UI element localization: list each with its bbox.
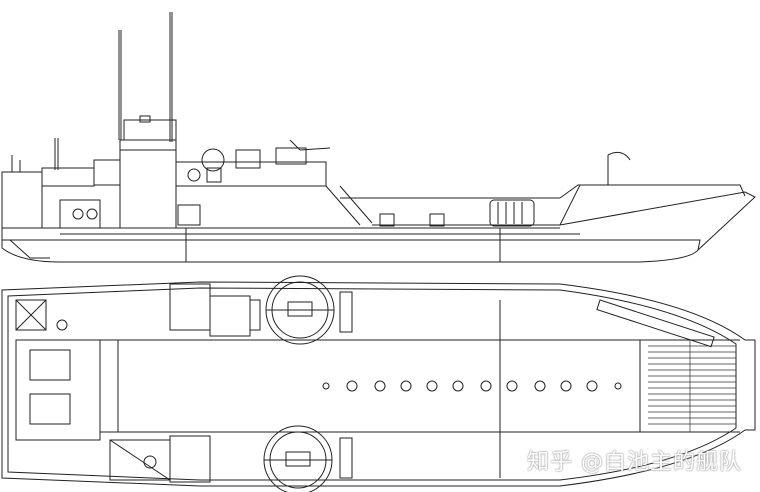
gun-tub-starboard: [263, 425, 333, 492]
cargo-well: [99, 339, 641, 433]
tie-down-points: [322, 380, 622, 392]
bow-arm: [596, 299, 715, 348]
gun-tub-port: [265, 275, 335, 345]
deck-outline: [1, 281, 756, 487]
cargo-vent: [489, 199, 535, 227]
side-profile-view: [1, 12, 756, 263]
stern-compartment: [15, 339, 101, 441]
watermark: 知乎 @白池主的舰队: [527, 450, 742, 475]
winch-drum: [201, 148, 225, 172]
ramp-grating: [648, 340, 736, 432]
pilot-house: [119, 139, 177, 229]
bow-ramp: [559, 191, 756, 251]
hull-outline: [1, 228, 701, 263]
deck-plan-view: [1, 275, 756, 492]
